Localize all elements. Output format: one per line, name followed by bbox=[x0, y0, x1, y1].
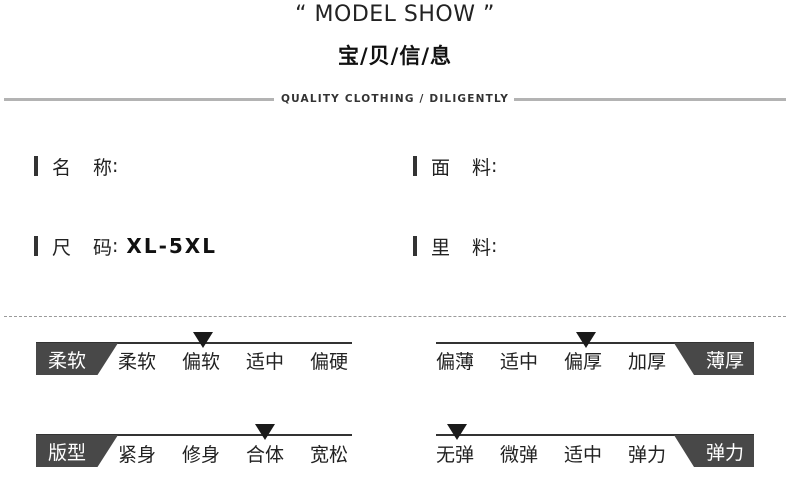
title-english: “ MODEL SHOW ” bbox=[295, 2, 495, 27]
tag-elasticity: 弹力 bbox=[674, 435, 754, 467]
info-bar bbox=[413, 236, 417, 256]
info-fabric-label: 面料 bbox=[431, 156, 514, 179]
info-colon: : bbox=[491, 235, 498, 257]
info-fabric: 面料 : bbox=[413, 154, 505, 179]
info-name-label: 名称 bbox=[52, 156, 135, 179]
option-elasticity-3: 弹力 bbox=[628, 444, 667, 466]
tag-fit: 版型 bbox=[36, 435, 118, 467]
option-fit-3: 宽松 bbox=[310, 444, 349, 466]
option-elasticity-2: 适中 bbox=[564, 444, 603, 466]
info-bar bbox=[34, 236, 38, 256]
dashed-separator bbox=[4, 316, 786, 317]
option-softness-2: 适中 bbox=[246, 351, 285, 373]
option-fit-2: 合体 bbox=[246, 444, 285, 466]
option-elasticity-0: 无弹 bbox=[436, 444, 475, 466]
scale-line-fit bbox=[36, 434, 352, 436]
selected-marker-icon bbox=[576, 332, 596, 348]
option-softness-0: 柔软 bbox=[118, 351, 157, 373]
option-fit-1: 修身 bbox=[182, 444, 221, 466]
option-elasticity-1: 微弹 bbox=[500, 444, 539, 466]
info-bar bbox=[413, 156, 417, 176]
tagline: QUALITY CLOTHING / DILIGENTLY bbox=[280, 93, 510, 105]
option-thickness-3: 加厚 bbox=[628, 351, 667, 373]
tag-softness: 柔软 bbox=[36, 343, 118, 375]
info-bar bbox=[34, 156, 38, 176]
selected-marker-icon bbox=[255, 424, 275, 440]
option-thickness-1: 适中 bbox=[500, 351, 539, 373]
info-size-label: 尺码 bbox=[52, 236, 135, 259]
option-thickness-0: 偏薄 bbox=[436, 351, 475, 373]
title-chinese: 宝/贝/信/息 bbox=[337, 44, 452, 68]
divider-left bbox=[4, 98, 274, 101]
info-colon: : bbox=[491, 155, 498, 177]
info-name: 名称 : bbox=[34, 154, 126, 179]
tag-thickness: 薄厚 bbox=[674, 343, 754, 375]
option-fit-0: 紧身 bbox=[118, 444, 157, 466]
info-colon: : bbox=[112, 235, 119, 257]
option-softness-3: 偏硬 bbox=[310, 351, 349, 373]
info-colon: : bbox=[112, 155, 119, 177]
info-size-value: XL-5XL bbox=[126, 234, 217, 258]
scale-line-elasticity bbox=[436, 434, 754, 436]
info-lining-label: 里料 bbox=[431, 236, 514, 259]
info-size: 尺码 : XL-5XL bbox=[34, 234, 217, 259]
divider-right bbox=[514, 98, 786, 101]
option-softness-1: 偏软 bbox=[182, 351, 221, 373]
info-lining: 里料 : bbox=[413, 234, 505, 259]
selected-marker-icon bbox=[447, 424, 467, 440]
selected-marker-icon bbox=[193, 332, 213, 348]
option-thickness-2: 偏厚 bbox=[564, 351, 603, 373]
